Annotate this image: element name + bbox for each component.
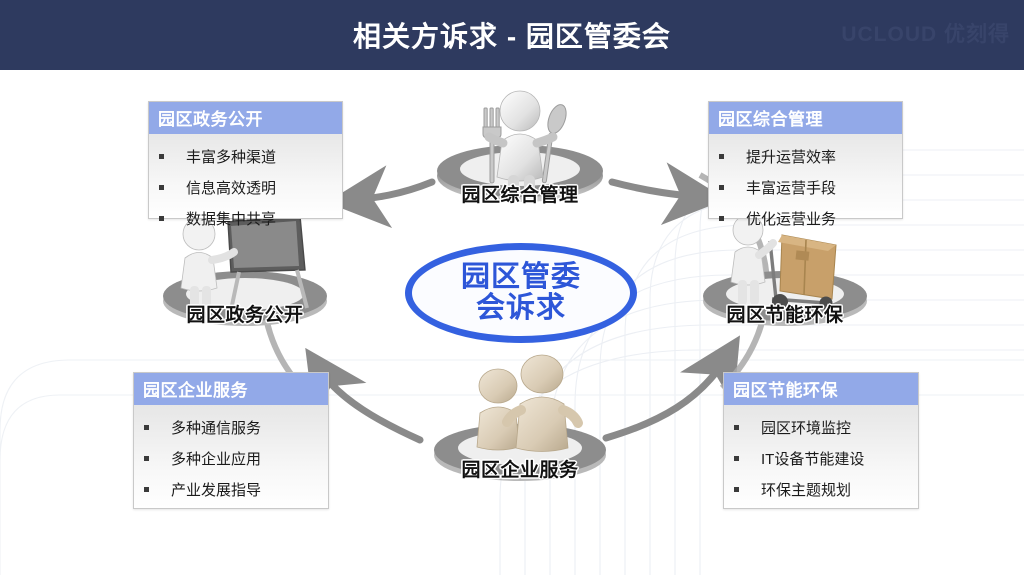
diagram-stage: 园区综合管理 园区政务公开: [0, 70, 1024, 575]
list-item-label: IT设备节能建设: [761, 451, 865, 468]
infobox-top-right[interactable]: 园区综合管理 提升运营效率 丰富运营手段 优化运营业务: [708, 101, 903, 228]
list-item-label: 产业发展指导: [171, 482, 262, 499]
center-ellipse[interactable]: 园区管委 会诉求: [405, 243, 637, 343]
node-right-caption: 园区节能环保: [726, 305, 844, 326]
list-item-label: 丰富多种渠道: [186, 149, 277, 166]
infobox-bottom-right[interactable]: 园区节能环保 园区环境监控 IT设备节能建设 环保主题规划: [723, 372, 919, 509]
list-item-label: 数据集中共享: [186, 211, 277, 228]
list-item-label: 提升运营效率: [746, 149, 837, 166]
node-top[interactable]: 园区综合管理: [400, 75, 640, 220]
bullet-icon: [734, 487, 739, 492]
node-top-caption: 园区综合管理: [461, 185, 579, 206]
list-item: 环保主题规划: [734, 474, 914, 505]
list-item-label: 丰富运营手段: [746, 180, 837, 197]
infobox-bottom-left-list: 多种通信服务 多种企业应用 产业发展指导: [134, 405, 328, 515]
list-item: 数据集中共享: [159, 203, 338, 234]
bullet-icon: [144, 487, 149, 492]
bullet-icon: [719, 185, 724, 190]
infobox-top-left[interactable]: 园区政务公开 丰富多种渠道 信息高效透明 数据集中共享: [148, 101, 343, 228]
node-bottom-caption: 园区企业服务: [461, 460, 579, 481]
infobox-bottom-right-header: 园区节能环保: [724, 373, 918, 405]
list-item: 多种企业应用: [144, 443, 324, 474]
bullet-icon: [159, 185, 164, 190]
center-line-1: 园区管委: [460, 260, 581, 293]
infobox-top-right-list: 提升运营效率 丰富运营手段 优化运营业务: [709, 134, 902, 244]
infobox-bottom-left[interactable]: 园区企业服务 多种通信服务 多种企业应用 产业发展指导: [133, 372, 329, 509]
list-item-label: 多种通信服务: [171, 420, 262, 437]
list-item: 丰富多种渠道: [159, 141, 338, 172]
list-item-label: 园区环境监控: [761, 420, 852, 437]
list-item: 园区环境监控: [734, 412, 914, 443]
list-item: 丰富运营手段: [719, 172, 898, 203]
list-item-label: 信息高效透明: [186, 180, 277, 197]
figure-two-people-icon: [476, 354, 583, 452]
list-item-label: 优化运营业务: [746, 211, 837, 228]
bullet-icon: [734, 456, 739, 461]
center-line-2: 会诉求: [475, 292, 566, 324]
node-left-caption: 园区政务公开: [186, 305, 304, 326]
title-bar: 相关方诉求 - 园区管委会 UCLOUD 优刻得: [0, 0, 1024, 70]
list-item: 优化运营业务: [719, 203, 898, 234]
list-item: 信息高效透明: [159, 172, 338, 203]
figure-fork-spoon-icon: [482, 90, 567, 197]
bullet-icon: [144, 456, 149, 461]
list-item: 提升运营效率: [719, 141, 898, 172]
bullet-icon: [144, 425, 149, 430]
list-item-label: 多种企业应用: [171, 451, 262, 468]
page-title: 相关方诉求 - 园区管委会: [353, 21, 671, 52]
infobox-top-left-list: 丰富多种渠道 信息高效透明 数据集中共享: [149, 134, 342, 244]
infobox-bottom-left-header: 园区企业服务: [134, 373, 328, 405]
bullet-icon: [719, 216, 724, 221]
infobox-top-left-header: 园区政务公开: [149, 102, 342, 134]
bullet-icon: [159, 154, 164, 159]
list-item: 产业发展指导: [144, 474, 324, 505]
brand-logo-watermark: UCLOUD 优刻得: [841, 23, 1010, 46]
bullet-icon: [719, 154, 724, 159]
bullet-icon: [159, 216, 164, 221]
infobox-bottom-right-list: 园区环境监控 IT设备节能建设 环保主题规划: [724, 405, 918, 515]
bullet-icon: [734, 425, 739, 430]
infobox-top-right-header: 园区综合管理: [709, 102, 902, 134]
list-item-label: 环保主题规划: [761, 482, 852, 499]
list-item: 多种通信服务: [144, 412, 324, 443]
node-bottom[interactable]: 园区企业服务: [400, 354, 640, 495]
list-item: IT设备节能建设: [734, 443, 914, 474]
